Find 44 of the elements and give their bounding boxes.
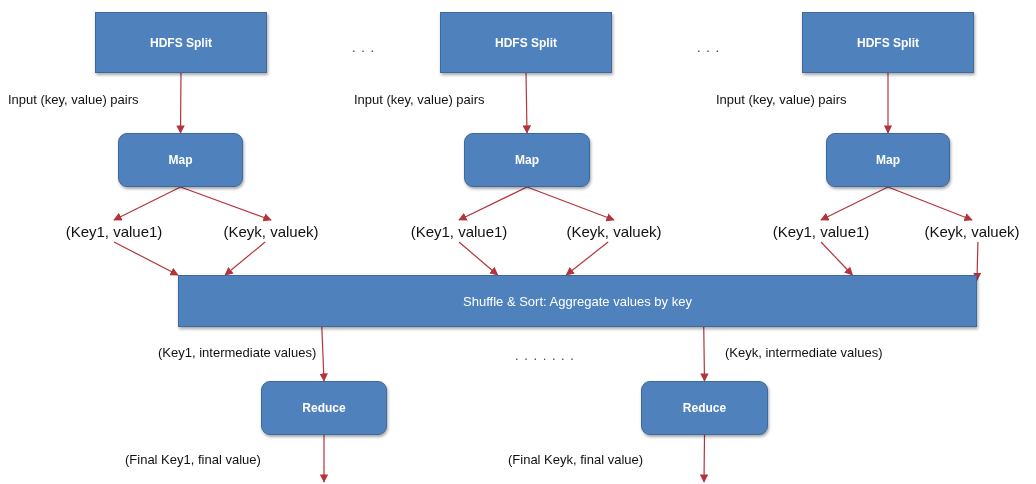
arrow xyxy=(319,434,329,483)
process-box: Map xyxy=(118,133,243,187)
key-value-text: (Keyk, valuek) xyxy=(212,220,330,242)
arrow xyxy=(700,326,709,382)
arrow xyxy=(179,186,272,222)
process-box: Shuffle & Sort: Aggregate values by key xyxy=(178,275,977,327)
key-value-text: (Keyk, valuek) xyxy=(913,220,1031,242)
ellipsis-text: . . . xyxy=(697,40,721,55)
arrow xyxy=(699,434,709,483)
edge-label: (Final Key1, final value) xyxy=(125,452,261,467)
arrow xyxy=(224,241,266,276)
process-box: HDFS Split xyxy=(95,12,267,73)
arrow xyxy=(820,186,889,221)
edge-label: (Keyk, intermediate values) xyxy=(725,345,883,360)
edge-label: (Key1, intermediate values) xyxy=(158,345,317,360)
edge-label: Input (key, value) pairs xyxy=(354,92,485,107)
arrow xyxy=(319,326,328,382)
key-value-text: (Key1, value1) xyxy=(762,220,880,242)
ellipsis-text: . . . . . . . xyxy=(515,348,575,363)
arrow xyxy=(113,186,182,221)
key-value-text: (Key1, value1) xyxy=(400,220,518,242)
arrow xyxy=(458,241,499,276)
arrow xyxy=(565,241,609,276)
process-box: HDFS Split xyxy=(802,12,974,73)
arrow xyxy=(113,241,179,276)
process-box: Map xyxy=(464,133,590,187)
process-box: Reduce xyxy=(641,381,768,435)
process-box: Map xyxy=(826,133,950,187)
key-value-text: (Key1, value1) xyxy=(55,220,173,242)
arrow xyxy=(458,186,528,221)
arrow xyxy=(820,241,853,276)
arrow xyxy=(973,241,982,282)
arrow xyxy=(887,186,973,222)
arrow xyxy=(176,72,185,134)
process-box: HDFS Split xyxy=(440,12,612,73)
process-box: Reduce xyxy=(261,381,387,435)
edge-label: Input (key, value) pairs xyxy=(8,92,139,107)
edge-label: (Final Keyk, final value) xyxy=(508,452,644,467)
arrow xyxy=(522,72,532,134)
edge-label: Input (key, value) pairs xyxy=(716,92,847,107)
ellipsis-text: . . . xyxy=(352,40,376,55)
arrow xyxy=(883,72,893,134)
key-value-text: (Keyk, valuek) xyxy=(555,220,673,242)
arrow xyxy=(526,186,615,222)
